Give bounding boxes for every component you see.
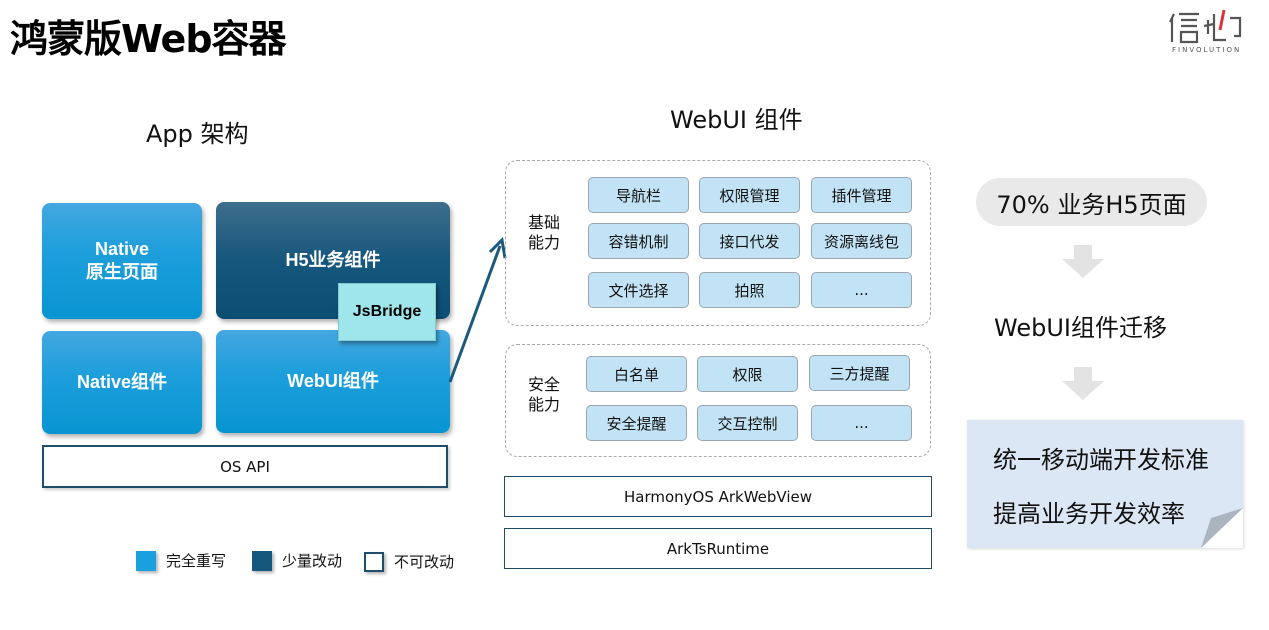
chip-plugin-mgmt: 插件管理 [811, 177, 912, 213]
chip-fault-tolerance: 容错机制 [588, 223, 689, 259]
legend-swatch-dark-blue [252, 550, 272, 571]
chip-camera: 拍照 [699, 272, 800, 308]
chip-whitelist: 白名单 [586, 356, 687, 392]
arkts-runtime-layer: ArkTsRuntime [504, 528, 932, 569]
result-note: 统一移动端开发标准 提高业务开发效率 [967, 420, 1243, 548]
native-page-line1: Native [94, 238, 150, 259]
result-line-1: 统一移动端开发标准 [993, 446, 1209, 474]
chip-permission: 权限 [697, 356, 798, 392]
h5-business-tile: H5业务组件 [216, 202, 450, 319]
security-capability-group: 安全能力 白名单 权限 三方提醒 安全提醒 交互控制 ... [505, 344, 931, 457]
page-curl-icon [1201, 508, 1243, 548]
h5-business-label: H5业务组件 [285, 250, 381, 270]
native-component-tile: Native组件 [42, 331, 202, 434]
chip-nav-bar: 导航栏 [588, 177, 689, 213]
webui-title: WebUI 组件 [670, 106, 803, 134]
chip-permission-mgmt: 权限管理 [699, 177, 800, 213]
legend-swatch-light-blue [136, 550, 156, 571]
down-arrow-icon [1062, 245, 1104, 278]
security-capability-label: 安全能力 [528, 375, 561, 414]
webui-component-label: WebUI组件 [287, 370, 379, 391]
down-arrow-icon [1062, 367, 1104, 400]
chip-interaction-control: 交互控制 [697, 405, 798, 441]
app-arch-title: App 架构 [146, 120, 249, 148]
basic-capability-group: 基础能力 导航栏 权限管理 插件管理 容错机制 接口代发 资源离线包 文件选择 … [505, 160, 931, 326]
os-api-box: OS API [42, 445, 448, 488]
native-component-label: Native组件 [76, 371, 168, 392]
h5-pages-pill: 70% 业务H5页面 [976, 178, 1207, 226]
basic-capability-label: 基础能力 [528, 213, 561, 252]
jsbridge-tile: JsBridge [338, 283, 436, 341]
legend-minor-change: 少量改动 [252, 550, 342, 571]
legend-full-rewrite: 完全重写 [136, 550, 226, 571]
legend-label: 少量改动 [282, 552, 343, 570]
chip-offline-package: 资源离线包 [811, 223, 912, 259]
result-line-2: 提高业务开发效率 [993, 500, 1185, 528]
finvolution-logo-icon: FINVOLUTION [1168, 8, 1244, 58]
legend-swatch-outline [364, 551, 384, 572]
slide-title: 鸿蒙版Web容器 [10, 17, 287, 61]
chip-file-select: 文件选择 [588, 272, 689, 308]
webui-component-tile: WebUI组件 [216, 330, 450, 433]
legend-label: 不可改动 [394, 553, 455, 571]
connector-arrow-icon [448, 236, 507, 383]
chip-security-alert: 安全提醒 [586, 405, 687, 441]
legend-unchangeable: 不可改动 [364, 551, 454, 572]
native-page-line2: 原生页面 [86, 262, 158, 282]
legend-label: 完全重写 [166, 552, 227, 570]
chip-third-party-alert: 三方提醒 [809, 355, 910, 391]
logo-text: FINVOLUTION [1172, 46, 1242, 54]
chip-api-proxy: 接口代发 [699, 223, 800, 259]
arkwebview-layer: HarmonyOS ArkWebView [504, 476, 932, 517]
chip-more: ... [811, 405, 912, 441]
native-page-tile: Native 原生页面 [42, 203, 202, 319]
chip-more: ... [811, 272, 912, 308]
migration-step: WebUI组件迁移 [994, 314, 1167, 342]
